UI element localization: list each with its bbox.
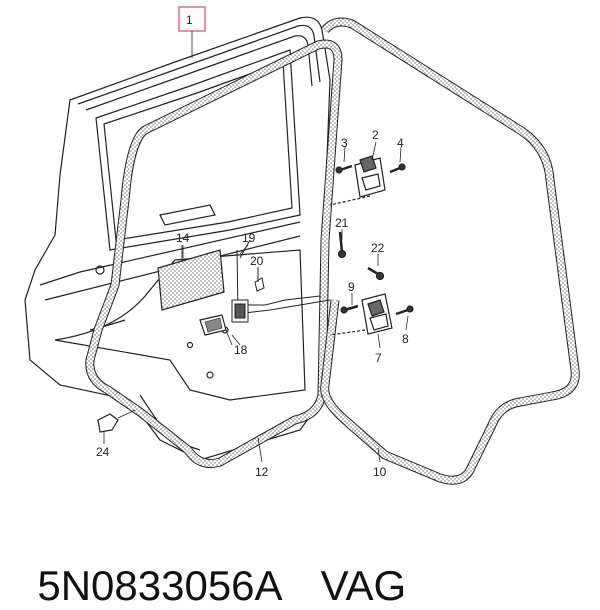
callout-18: 18 bbox=[234, 343, 248, 357]
callout-24: 24 bbox=[96, 445, 110, 459]
brand-name: VAG bbox=[320, 562, 407, 609]
door-shell bbox=[24, 16, 331, 461]
callout-20: 20 bbox=[250, 254, 264, 268]
callout-22: 22 bbox=[371, 241, 385, 255]
inner-door-seal-fill bbox=[86, 40, 342, 467]
leader-lines bbox=[103, 31, 409, 463]
callout-2: 2 bbox=[372, 128, 379, 142]
part-caption: 5N0833056A VAG bbox=[14, 514, 406, 610]
part-number: 5N0833056A bbox=[37, 562, 283, 609]
callout-8: 8 bbox=[402, 332, 409, 346]
callout-3: 3 bbox=[341, 136, 348, 150]
callout-14: 14 bbox=[176, 231, 190, 245]
part-24-clip bbox=[97, 409, 136, 433]
part-14-pad bbox=[157, 245, 225, 311]
callout-1: 1 bbox=[186, 13, 193, 27]
callout-9: 9 bbox=[348, 280, 355, 294]
callout-10: 10 bbox=[373, 465, 387, 479]
callout-21: 21 bbox=[335, 216, 349, 230]
part-18-handle bbox=[199, 314, 233, 346]
outer-door-seal-fill bbox=[321, 18, 579, 484]
outer-door-seal bbox=[320, 17, 580, 485]
callout-4: 4 bbox=[397, 136, 404, 150]
bolt-22 bbox=[367, 266, 385, 281]
callout-labels: 1 2 3 4 21 22 9 7 8 10 12 14 18 19 20 24 bbox=[96, 13, 409, 479]
bolt-21 bbox=[337, 231, 347, 259]
upper-hinge bbox=[329, 155, 406, 206]
lower-hinge bbox=[329, 293, 414, 336]
callout-7: 7 bbox=[375, 351, 382, 365]
callout-19: 19 bbox=[242, 231, 256, 245]
callout-12: 12 bbox=[255, 465, 269, 479]
door-parts-diagram: 1 2 3 4 21 22 9 7 8 10 12 14 18 19 20 24 bbox=[24, 6, 580, 485]
lock-linkage bbox=[231, 239, 331, 323]
